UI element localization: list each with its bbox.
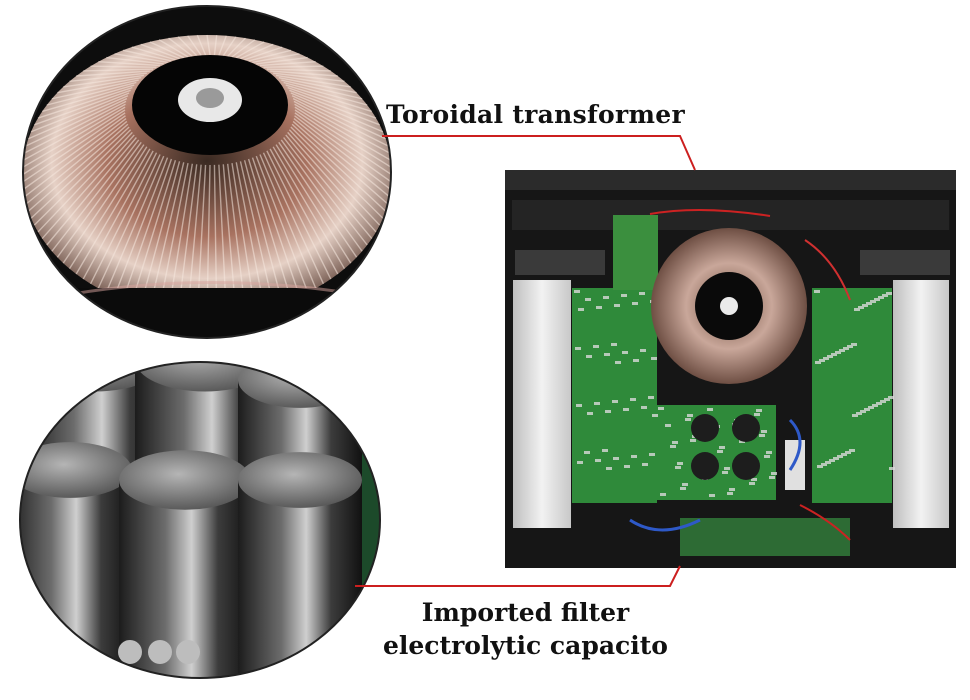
filter-capacitor-label: Imported filter electrolytic capacito (383, 596, 668, 662)
amplifier-interior-photo (505, 170, 956, 568)
toroidal-transformer-label: Toroidal transformer (386, 100, 685, 129)
filter-capacitor-label-line2: electrolytic capacito (383, 631, 668, 660)
filter-capacitor-label-line1: Imported filter (421, 598, 630, 627)
leader-line-bottom (355, 565, 681, 587)
toroid-closeup (23, 6, 391, 338)
leader-line-top (382, 135, 696, 171)
capacitor (238, 452, 362, 678)
capacitor-closeup (20, 362, 380, 678)
